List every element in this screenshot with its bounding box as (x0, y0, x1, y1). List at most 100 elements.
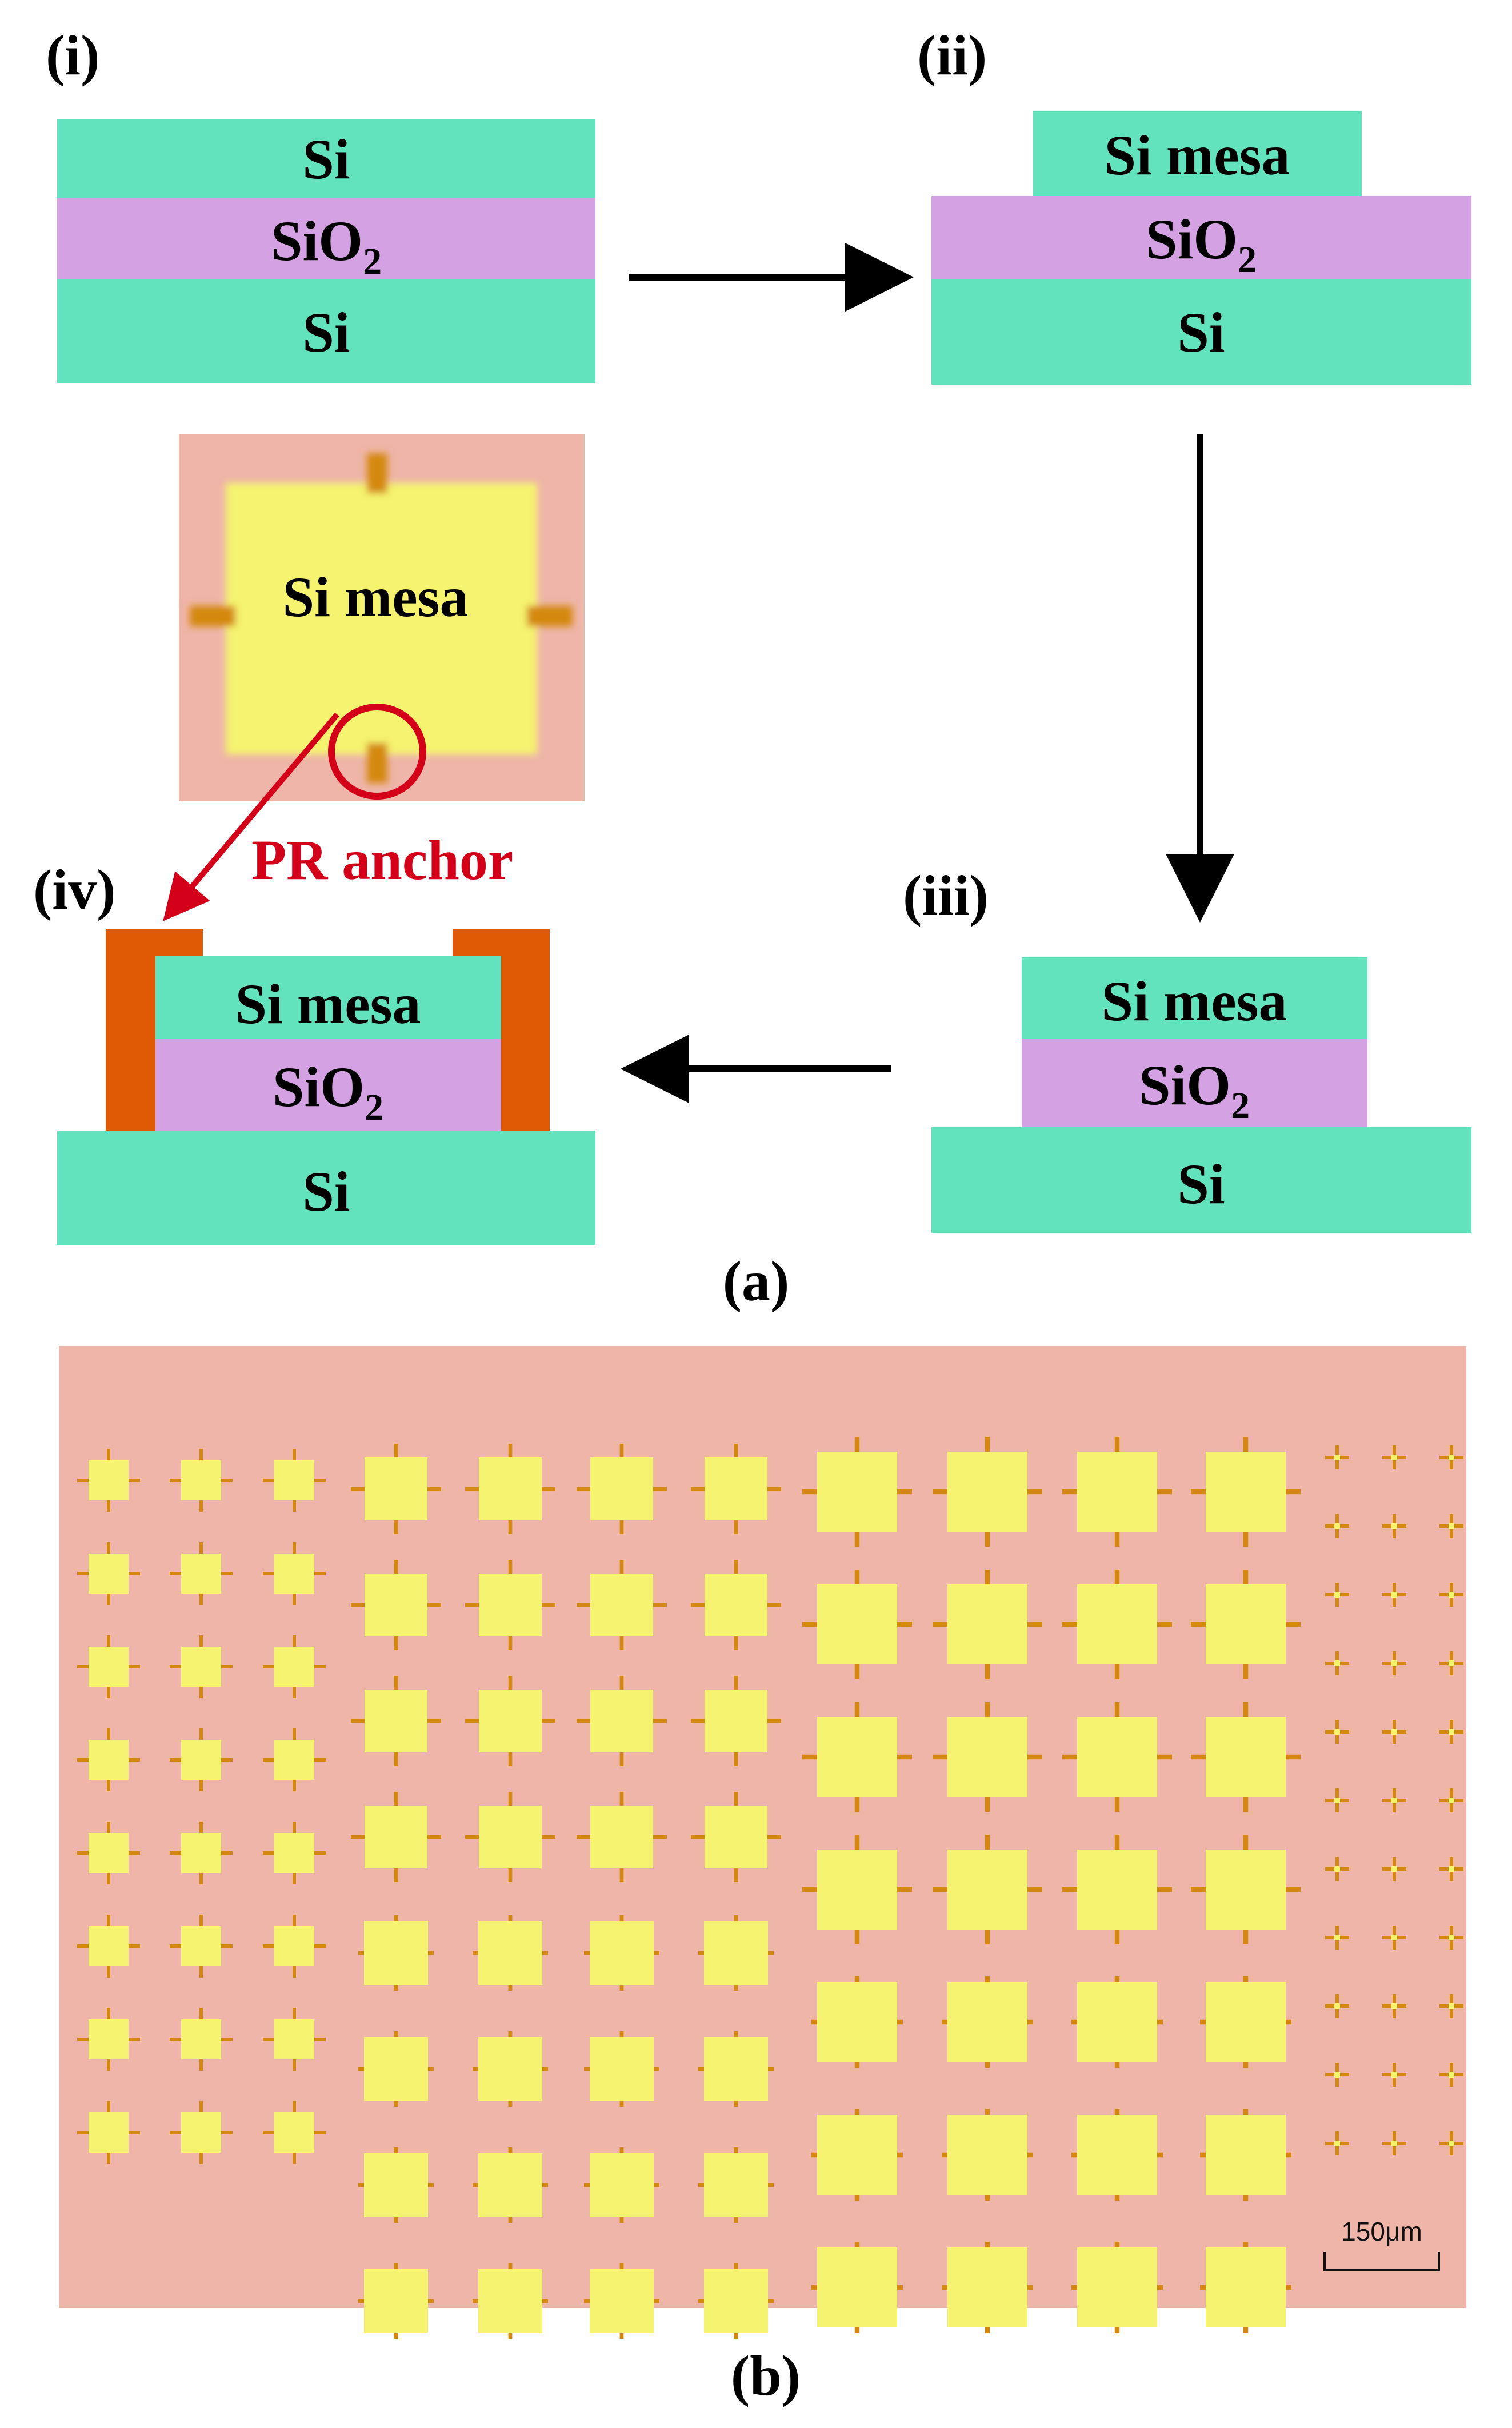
mesa-anchor (1454, 1867, 1463, 1871)
mesa-large (1077, 1982, 1157, 2062)
mesa-anchor (199, 2008, 203, 2019)
mesa-anchor (263, 1665, 274, 1668)
mesa-anchor (1340, 1524, 1349, 1528)
mesa-anchor (1393, 1598, 1396, 1607)
mesa-anchor (1450, 2078, 1453, 2087)
mesa-small (181, 1833, 221, 1873)
mesa-anchor (170, 1944, 181, 1948)
mesa-anchor (767, 1487, 781, 1491)
mesa-anchor (734, 2263, 738, 2269)
mesa-anchor (1397, 2073, 1406, 2076)
mesa-anchor (734, 1915, 738, 1921)
mesa-anchor (1450, 1788, 1453, 1798)
step-iv-stack: (iv) Si mesa SiO2 Si (33, 858, 595, 1245)
mesa-anchor (1397, 2142, 1406, 2145)
mesa-anchor (1243, 1532, 1249, 1547)
mesa-anchor (897, 2019, 903, 2025)
mesa-anchor (1450, 2009, 1453, 2018)
mesa-anchor (1191, 1622, 1206, 1627)
mesa-anchor (1062, 1887, 1077, 1892)
mesa-tiny (1334, 1798, 1340, 1803)
mesa-medium (705, 1806, 767, 1868)
mesa-anchor (1340, 1936, 1349, 1939)
mesa-tiny (1334, 2072, 1340, 2078)
mesa-anchor (734, 1636, 738, 1650)
mesa-anchor (1114, 1702, 1120, 1717)
mesa-large (947, 2115, 1027, 2195)
mesa-anchor (897, 1754, 912, 1760)
mesa-anchor (584, 1951, 590, 1955)
mesa-anchor (508, 2101, 513, 2107)
mesa-anchor (1191, 1489, 1206, 1495)
mesa-anchor (293, 1542, 296, 1554)
mesa-anchor (77, 2131, 89, 2134)
mesa-anchor (1397, 1524, 1406, 1528)
mesa-anchor (1397, 1730, 1406, 1734)
mesa-anchor (734, 1752, 738, 1766)
mesa-anchor (129, 1479, 140, 1482)
mesa-anchor (473, 1951, 478, 1955)
mesa-medium (479, 1690, 542, 1752)
mesa-tiny (1391, 2141, 1397, 2146)
mesa-anchor (394, 2333, 398, 2339)
mesa-anchor (985, 1532, 990, 1547)
mesa-anchor (542, 1603, 555, 1607)
mesa-anchor (1157, 1622, 1172, 1627)
mesa-anchor (199, 1542, 203, 1554)
mesa-small (181, 1554, 221, 1594)
mesa-anchor (1450, 1803, 1453, 1812)
mesa-anchor (394, 1676, 398, 1690)
mesa-anchor (768, 2299, 774, 2303)
mesa-large (817, 1584, 897, 1664)
step-ii-label: (ii) (917, 23, 987, 87)
mesa-anchor (619, 2031, 624, 2037)
mesa-anchor (1340, 2142, 1349, 2145)
mesa-anchor (933, 1489, 947, 1495)
mesa-anchor (897, 1489, 912, 1495)
mesa-tiny (1334, 2141, 1340, 2146)
mesa-tiny (1449, 2141, 1454, 2146)
mesa-anchor (508, 1560, 513, 1574)
mesa-anchor (1335, 2063, 1339, 2072)
mesa-anchor (933, 1622, 947, 1627)
inset-anchor-top (367, 453, 387, 493)
mesa-anchor (854, 2242, 860, 2247)
mesa-anchor (1450, 1460, 1453, 1469)
mesa-anchor (1200, 2152, 1206, 2158)
mesa-anchor (394, 1444, 398, 1457)
mesa-medium (704, 2037, 768, 2101)
sio2-layer (57, 198, 595, 279)
mesa-anchor (577, 1487, 590, 1491)
mesa-anchor (508, 1985, 513, 1991)
mesa-anchor (263, 1851, 274, 1855)
mesa-anchor (314, 2131, 326, 2134)
mesa-anchor (854, 1702, 860, 1717)
mesa-anchor (767, 1603, 781, 1607)
mesa-anchor (619, 1444, 624, 1457)
mesa-anchor (1450, 2131, 1453, 2141)
mesa-anchor (1243, 1664, 1249, 1679)
mesa-anchor (199, 1449, 203, 1460)
mesa-anchor (394, 1985, 398, 1991)
mesa-anchor (619, 1676, 624, 1690)
mesa-anchor (1393, 1720, 1396, 1729)
mesa-small (181, 1740, 221, 1780)
mesa-anchor (768, 2183, 774, 2187)
mesa-anchor (1325, 1936, 1334, 1939)
mesa-tiny (1391, 1935, 1397, 1940)
mesa-tiny (1449, 1866, 1454, 1872)
mesa-anchor (1243, 2062, 1249, 2068)
mesa-anchor (1335, 1788, 1339, 1798)
mesa-anchor (584, 2183, 590, 2187)
mesa-anchor (107, 1500, 110, 1512)
mesa-large (947, 1452, 1027, 1532)
mesa-medium (705, 1457, 767, 1520)
red-circle-highlight-icon (328, 704, 426, 800)
mesa-anchor (1114, 1532, 1120, 1547)
mesa-anchor (1382, 2073, 1391, 2076)
si-bottom-layer (57, 279, 595, 383)
mesa-anchor (427, 1487, 441, 1491)
mesa-anchor (1393, 1735, 1396, 1744)
mesa-anchor (508, 1520, 513, 1534)
mesa-large (817, 1850, 897, 1930)
